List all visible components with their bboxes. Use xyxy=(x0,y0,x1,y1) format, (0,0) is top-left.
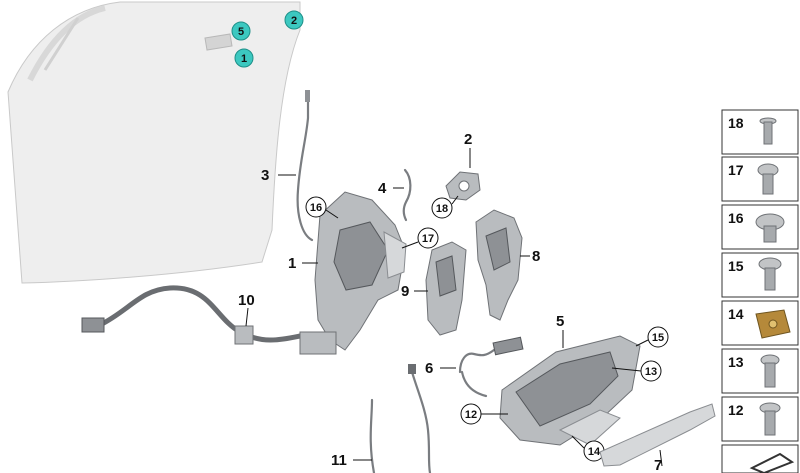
screw-15-icon xyxy=(758,257,782,291)
screw-18-icon xyxy=(759,117,777,145)
circled-13: 13 xyxy=(640,360,662,382)
callout-4: 4 xyxy=(378,180,387,197)
legend-item-13: 13 xyxy=(721,348,799,394)
door-panel xyxy=(7,1,301,284)
svg-text:18: 18 xyxy=(436,203,448,215)
svg-text:17: 17 xyxy=(422,233,434,245)
callout-8: 8 xyxy=(532,248,540,265)
circled-17: 17 xyxy=(417,227,439,249)
svg-text:16: 16 xyxy=(728,210,744,226)
callout-6: 6 xyxy=(425,360,433,377)
screw-13-icon xyxy=(760,354,780,388)
teal-marker-5: 5 xyxy=(231,21,251,41)
circled-18: 18 xyxy=(431,197,453,219)
part-2-bracket xyxy=(445,171,481,201)
svg-text:1: 1 xyxy=(241,53,247,65)
svg-text:15: 15 xyxy=(652,332,664,344)
teal-marker-1: 1 xyxy=(234,48,254,68)
svg-text:5: 5 xyxy=(238,26,244,38)
svg-text:14: 14 xyxy=(588,446,601,458)
svg-text:15: 15 xyxy=(728,258,744,274)
legend-item-15: 15 xyxy=(721,252,799,298)
part-1-lock-mechanism xyxy=(314,191,407,351)
callout-9: 9 xyxy=(401,283,409,300)
svg-text:12: 12 xyxy=(465,409,477,421)
legend-item-16: 16 xyxy=(721,204,799,250)
circled-16: 16 xyxy=(305,196,327,218)
part-3-rod xyxy=(296,90,314,242)
svg-text:12: 12 xyxy=(728,402,744,418)
callout-7: 7 xyxy=(654,457,662,473)
svg-text:16: 16 xyxy=(310,202,322,214)
part-6-sensor-wire xyxy=(458,336,524,398)
legend-item-14: 14 xyxy=(721,300,799,346)
teal-marker-2: 2 xyxy=(284,10,304,30)
callout-2: 2 xyxy=(464,131,472,148)
legend-item-12: 12 xyxy=(721,396,799,442)
screw-12-icon xyxy=(759,402,781,436)
part-11-bowden-cables xyxy=(369,364,432,473)
part-8-housing xyxy=(475,209,523,321)
part-9-bracket xyxy=(425,241,467,336)
legend-item-partial xyxy=(721,444,799,473)
svg-text:17: 17 xyxy=(728,162,744,178)
clip-nut-14-icon xyxy=(755,309,791,339)
screw-16-icon xyxy=(755,213,785,243)
circled-15: 15 xyxy=(647,326,669,348)
legend-item-18: 18 xyxy=(721,109,799,155)
callout-11: 11 xyxy=(331,452,347,469)
fastener-legend: 18 17 16 15 xyxy=(721,109,799,473)
svg-text:18: 18 xyxy=(728,115,744,131)
svg-text:13: 13 xyxy=(728,354,744,370)
callout-1: 1 xyxy=(288,255,296,272)
callout-3: 3 xyxy=(261,167,269,184)
circled-14: 14 xyxy=(583,440,605,462)
part-4-link xyxy=(402,168,412,222)
part-10-cable xyxy=(81,285,337,355)
callout-5: 5 xyxy=(556,313,564,330)
screw-17-icon xyxy=(757,163,779,195)
part-7-trim-strip xyxy=(599,403,716,467)
circled-12: 12 xyxy=(460,403,482,425)
legend-item-17: 17 xyxy=(721,156,799,202)
part-5-handle-carrier xyxy=(499,335,641,446)
svg-text:13: 13 xyxy=(645,366,657,378)
svg-text:2: 2 xyxy=(291,15,297,27)
callout-10: 10 xyxy=(238,292,255,309)
svg-text:14: 14 xyxy=(728,306,744,322)
